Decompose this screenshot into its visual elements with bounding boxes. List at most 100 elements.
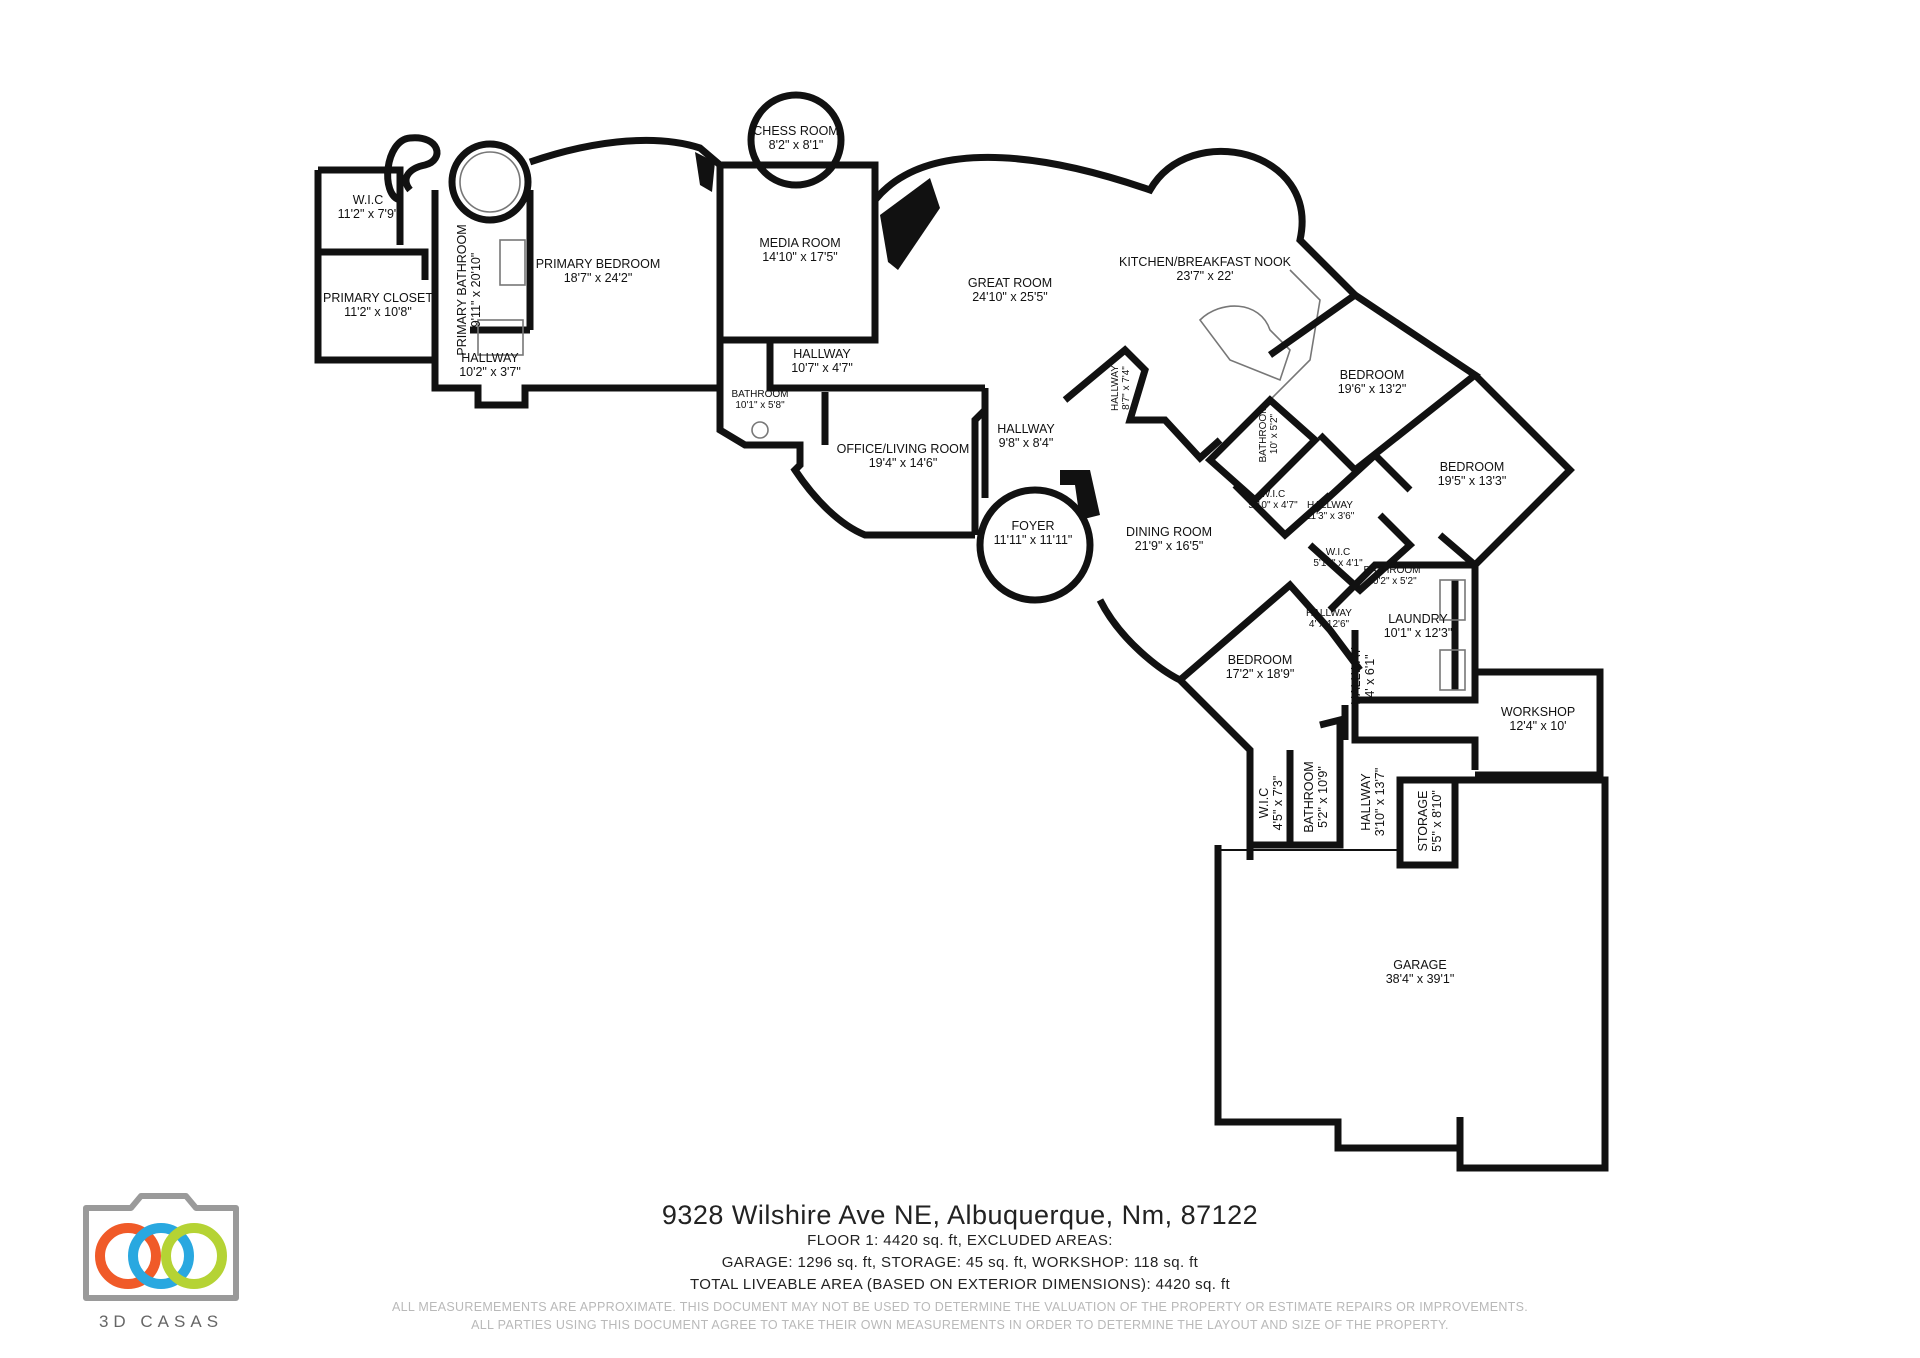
room-name: MEDIA ROOM bbox=[759, 236, 840, 250]
room-dimensions: 9'8" x 8'4" bbox=[999, 436, 1054, 450]
room-dimensions: 23'7" x 22' bbox=[1176, 269, 1233, 283]
room-label: HALLWAY3'10" x 13'7" bbox=[1359, 768, 1387, 837]
room-name: W.I.C bbox=[1261, 489, 1285, 500]
room-dimensions: 10'1" x 12'3" bbox=[1384, 626, 1453, 640]
room-dimensions: 11'11" x 11'11" bbox=[994, 533, 1073, 547]
room-name: BEDROOM bbox=[1340, 368, 1405, 382]
room-label: BATHROOM5'2" x 10'9" bbox=[1302, 761, 1330, 832]
room-dimensions: 8'2" x 8'1" bbox=[769, 138, 824, 152]
3d-casas-logo bbox=[83, 1193, 239, 1301]
media-room-walls bbox=[720, 161, 879, 344]
room-name: BATHROOM bbox=[731, 389, 788, 400]
room-name: W.I.C bbox=[1326, 547, 1350, 558]
room-dimensions: 5'10" x 4'7" bbox=[1248, 500, 1298, 511]
room-label: W.I.C4'5" x 7'3" bbox=[1257, 776, 1285, 831]
room-dimensions: 10'7" x 4'7" bbox=[791, 361, 853, 375]
room-dimensions: 8'7" x 7'4" bbox=[1121, 366, 1132, 410]
room-name: BEDROOM bbox=[1228, 653, 1293, 667]
property-address: 9328 Wilshire Ave NE, Albuquerque, Nm, 8… bbox=[661, 1200, 1259, 1230]
room-name: HALLWAY bbox=[1359, 773, 1373, 831]
room-name: GARAGE bbox=[1393, 958, 1447, 972]
logo-wordmark: 3D CASAS bbox=[98, 1312, 224, 1331]
room-name: LAUNDRY bbox=[1388, 612, 1448, 626]
great-room-walls bbox=[872, 147, 1358, 298]
room-name: WORKSHOP bbox=[1501, 705, 1575, 719]
room-name: HALLWAY bbox=[793, 347, 851, 361]
room-dimensions: 19'4" x 14'6" bbox=[869, 456, 938, 470]
office-walls bbox=[716, 392, 975, 539]
room-dimensions: 10' x 5'2" bbox=[1269, 413, 1280, 454]
room-name: HALLWAY bbox=[997, 422, 1055, 436]
room-name: PRIMARY BEDROOM bbox=[536, 257, 661, 271]
room-name: HALLWAY bbox=[1349, 647, 1363, 705]
room-name: HALLWAY bbox=[1110, 365, 1121, 411]
room-dimensions: 4' x 6'1" bbox=[1363, 654, 1377, 697]
room-dimensions: 5'10" x 4'1" bbox=[1313, 558, 1363, 569]
room-name: HALLWAY bbox=[461, 351, 519, 365]
room-name: BATHROOM bbox=[1258, 405, 1269, 462]
room-name: HALLWAY bbox=[1306, 608, 1352, 619]
room-dimensions: 19'5" x 13'3" bbox=[1438, 474, 1507, 488]
room-dimensions: 4'5" x 7'3" bbox=[1271, 776, 1285, 831]
primary-bath-walls bbox=[431, 190, 724, 409]
laundry-walls bbox=[1351, 565, 1479, 704]
room-name: HALLWAY bbox=[1307, 500, 1353, 511]
tub-rotunda bbox=[448, 140, 532, 224]
room-name: PRIMARY BATHROOM bbox=[455, 224, 469, 355]
room-label: BATHROOM10' x 5'2" bbox=[1258, 405, 1280, 462]
room-dimensions: 10'2" x 5'2" bbox=[1367, 576, 1417, 587]
room-dimensions: 24'10" x 25'5" bbox=[972, 290, 1048, 304]
room-name: W.I.C bbox=[1257, 788, 1271, 819]
room-dimensions: 14'10" x 17'5" bbox=[762, 250, 838, 264]
room-name: PRIMARY CLOSET bbox=[323, 291, 433, 305]
disclaimer-line-1: ALL MEASUREMEMENTS ARE APPROXIMATE. THIS… bbox=[391, 1300, 1529, 1314]
workshop-walls bbox=[1475, 668, 1604, 779]
media-hallway-walls bbox=[766, 340, 985, 392]
room-dimensions: 9'11" x 20'10" bbox=[469, 253, 483, 328]
room-name: BEDROOM bbox=[1440, 460, 1505, 474]
shower-curve bbox=[384, 134, 441, 204]
room-dimensions: 11'2" x 7'9" bbox=[338, 207, 399, 221]
excluded-areas-line: GARAGE: 1296 sq. ft, STORAGE: 45 sq. ft,… bbox=[721, 1254, 1199, 1271]
room-label: PRIMARY BATHROOM9'11" x 20'10" bbox=[455, 224, 483, 355]
room-dimensions: 3'10" x 13'7" bbox=[1373, 768, 1387, 837]
room-name: STORAGE bbox=[1416, 791, 1430, 852]
room-name: FOYER bbox=[1011, 519, 1054, 533]
bedroom-2-walls bbox=[1437, 372, 1575, 570]
room-dimensions: 11'2" x 10'8" bbox=[344, 305, 412, 319]
room-dimensions: 10'2" x 3'7" bbox=[459, 365, 521, 379]
room-dimensions: 12'4" x 10' bbox=[1509, 719, 1566, 733]
room-dimensions: 38'4" x 39'1" bbox=[1386, 972, 1455, 986]
total-liveable-area-line: TOTAL LIVEABLE AREA (BASED ON EXTERIOR D… bbox=[689, 1276, 1231, 1293]
foyer-rotunda bbox=[976, 486, 1094, 604]
room-dimensions: 10'1" x 5'8" bbox=[735, 400, 785, 411]
storage-walls bbox=[1396, 776, 1459, 869]
disclaimer-line-2: ALL PARTIES USING THIS DOCUMENT AGREE TO… bbox=[471, 1318, 1449, 1332]
room-dimensions: 18'7" x 24'2" bbox=[564, 271, 633, 285]
room-label: HALLWAY8'7" x 7'4" bbox=[1110, 365, 1132, 411]
room-name: OFFICE/LIVING ROOM bbox=[837, 442, 970, 456]
